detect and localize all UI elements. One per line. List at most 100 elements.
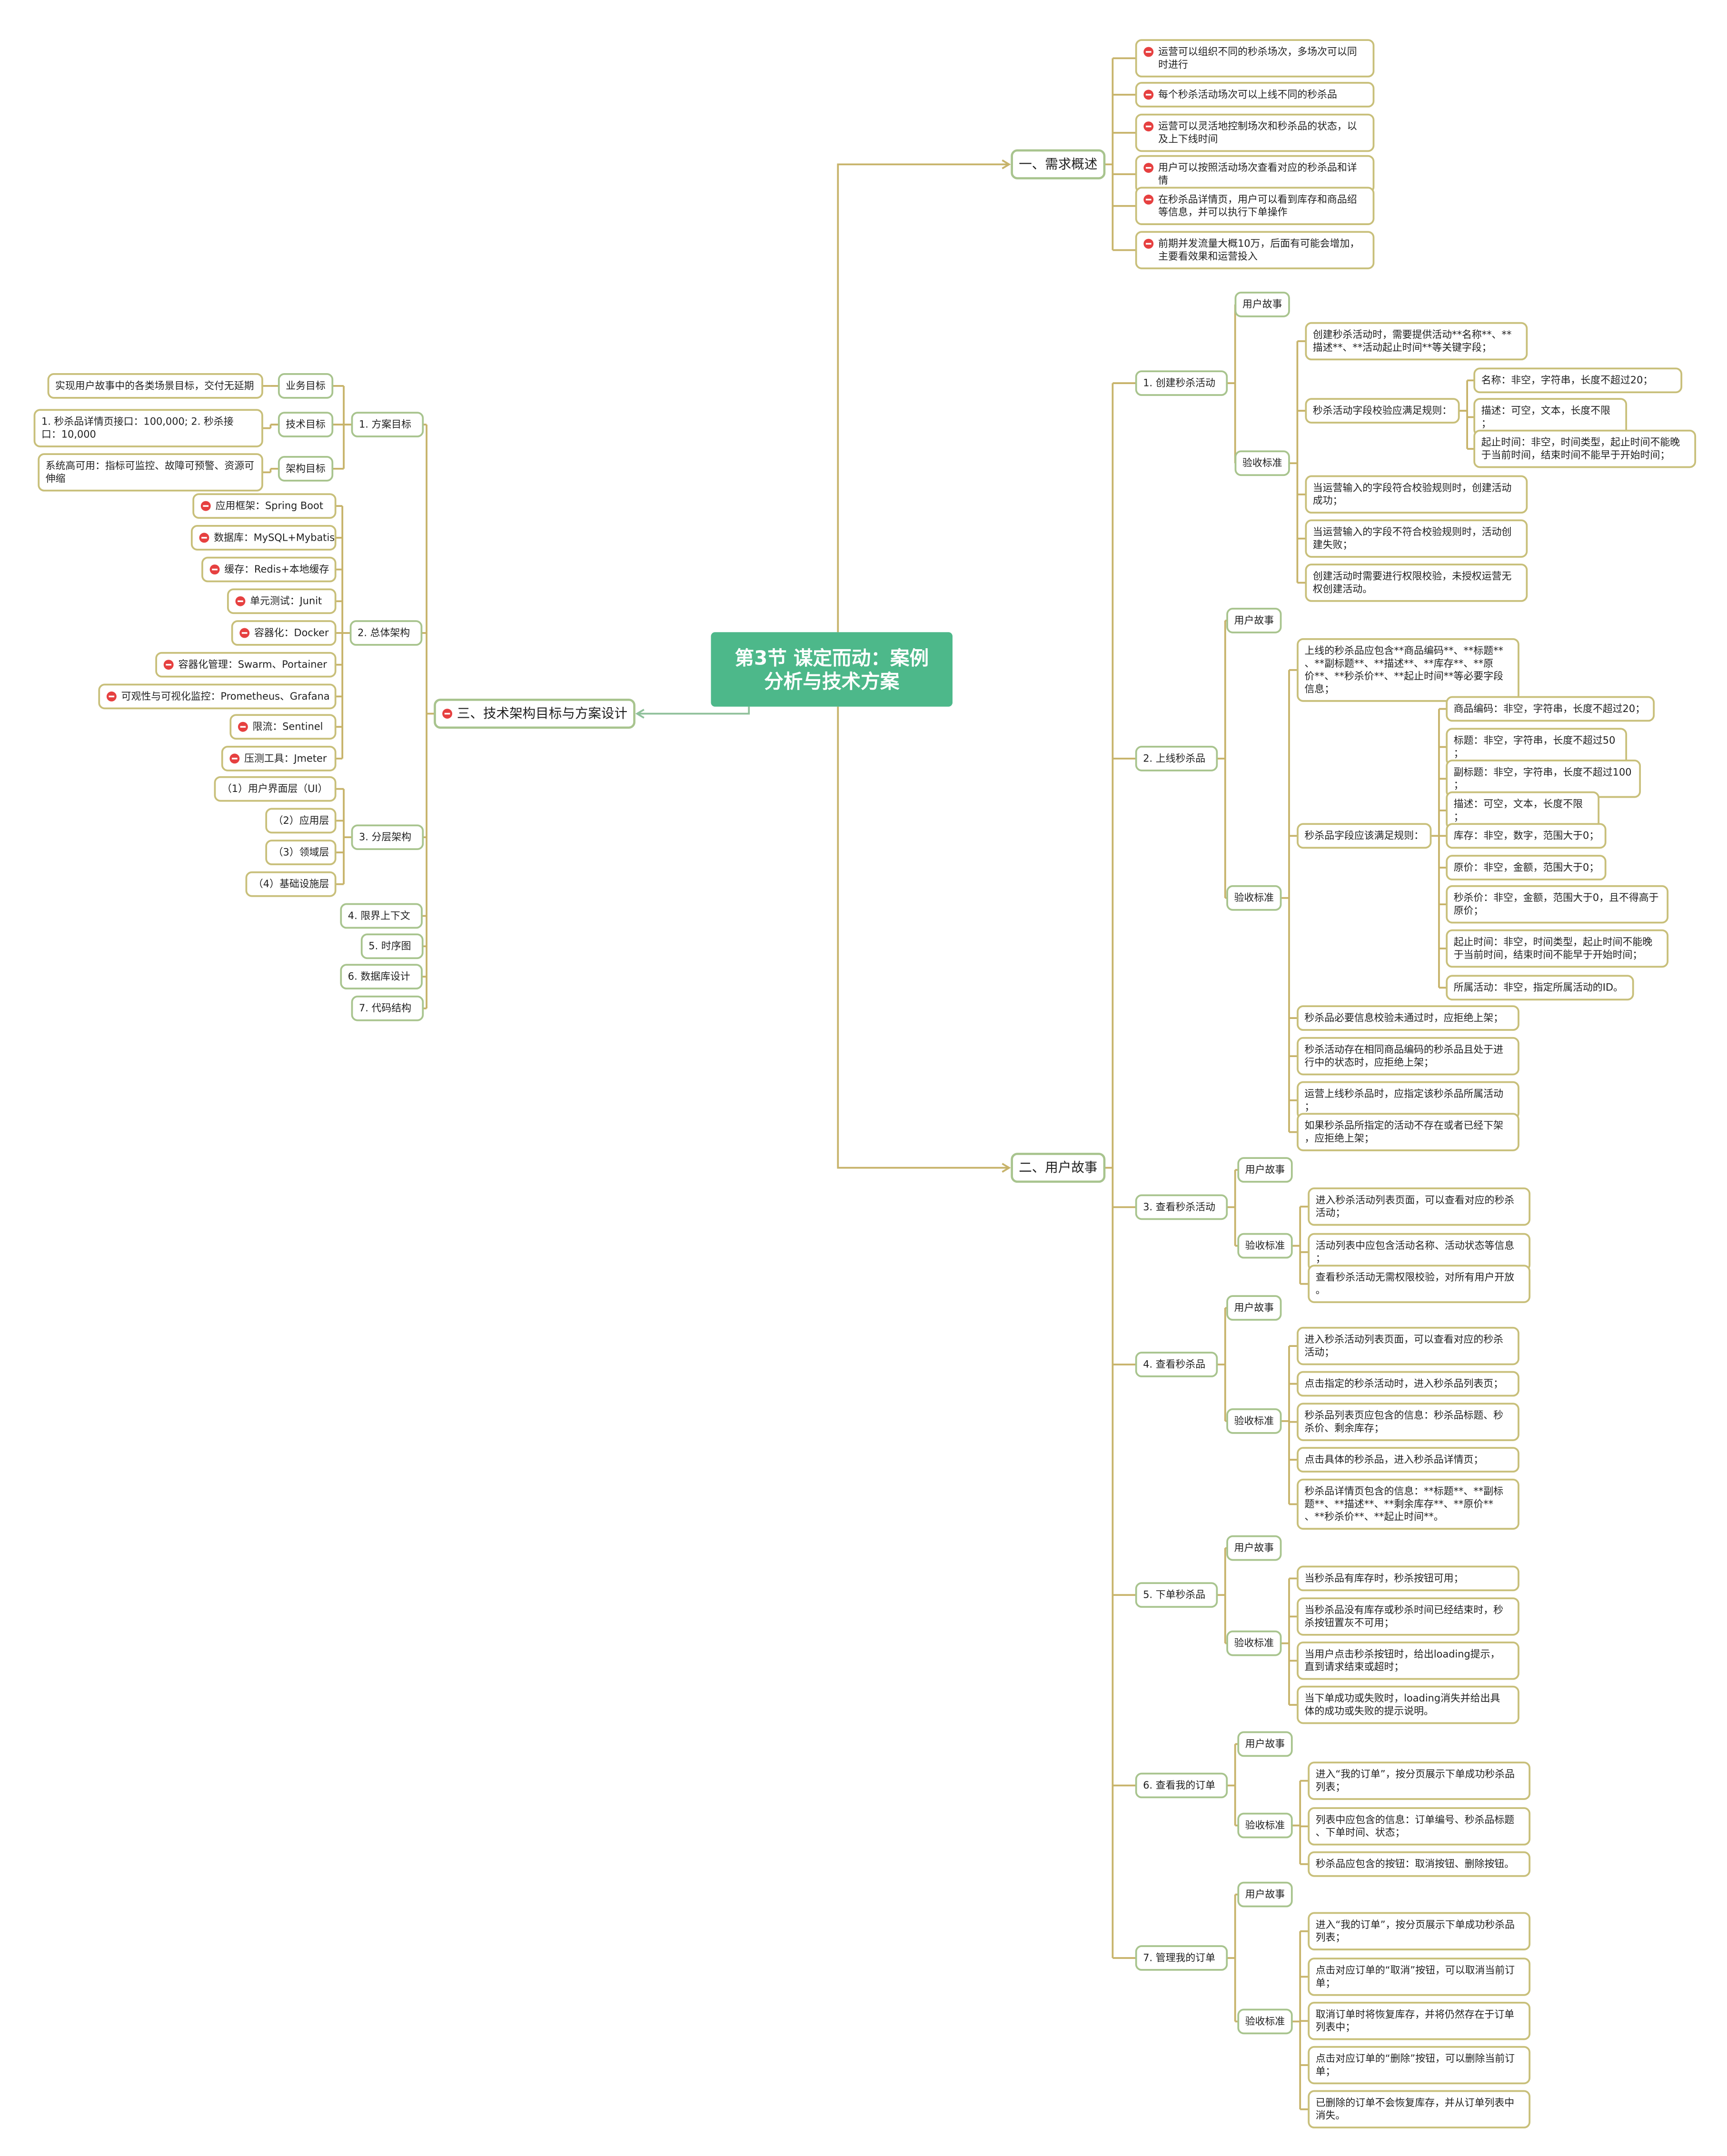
validation-rule[interactable]: 副标题：非空，字符串，长度不超过100；: [1446, 760, 1641, 798]
goal-detail[interactable]: 实现用户故事中的各类场景目标，交付无延期: [47, 373, 263, 399]
validation-rule[interactable]: 库存：非空，数字，范围大于0；: [1446, 823, 1607, 849]
criteria-item[interactable]: 当下单成功或失败时，loading消失并给出具体的成功或失败的提示说明。: [1297, 1685, 1519, 1724]
goal-node[interactable]: 业务目标: [278, 373, 334, 399]
user-story-tag[interactable]: 用户故事: [1237, 1881, 1293, 1908]
story-node[interactable]: 7. 管理我的订单: [1135, 1945, 1228, 1971]
tech-stack-item[interactable]: 单元测试：Junit: [227, 588, 337, 614]
tech-stack-item[interactable]: 容器化：Docker: [231, 620, 337, 646]
user-story-tag[interactable]: 用户故事: [1226, 608, 1282, 633]
architecture-group[interactable]: 7. 代码结构: [351, 995, 424, 1021]
acceptance-criteria-tag[interactable]: 验收标准: [1226, 1630, 1282, 1656]
architecture-group[interactable]: 5. 时序图: [360, 933, 424, 959]
requirement-item[interactable]: 运营可以组织不同的秒杀场次，多场次可以同时进行: [1135, 39, 1375, 78]
validation-rule[interactable]: 所属活动：非空，指定所属活动的ID。: [1446, 975, 1634, 1001]
section-requirements[interactable]: 一、需求概述: [1011, 149, 1106, 179]
criteria-item[interactable]: 秒杀品必要信息校验未通过时，应拒绝上架；: [1297, 1005, 1519, 1031]
tech-stack-item[interactable]: 限流：Sentinel: [229, 714, 337, 740]
validation-rule[interactable]: 起止时间：非空，时间类型，起止时间不能晚于当前时间，结束时间不能早于开始时间；: [1473, 429, 1697, 468]
user-story-tag[interactable]: 用户故事: [1237, 1157, 1293, 1183]
acceptance-criteria-tag[interactable]: 验收标准: [1237, 1812, 1293, 1839]
acceptance-criteria-tag[interactable]: 验收标准: [1237, 1233, 1293, 1259]
goal-detail[interactable]: 系统高可用：指标可监控、故障可预警、资源可伸缩: [38, 453, 263, 492]
tech-stack-item[interactable]: 数据库：MySQL+Mybatis: [190, 525, 337, 551]
tech-stack-item[interactable]: 容器化管理：Swarm、Portainer: [155, 652, 337, 678]
criteria-item[interactable]: 已删除的订单不会恢复库存，并从订单列表中消失。: [1308, 2090, 1531, 2129]
story-node[interactable]: 1. 创建秒杀活动: [1135, 370, 1228, 396]
acceptance-criteria-tag[interactable]: 验收标准: [1237, 2008, 1293, 2035]
validation-rule[interactable]: 起止时间：非空，时间类型，起止时间不能晚于当前时间，结束时间不能早于开始时间；: [1446, 929, 1669, 968]
criteria-item[interactable]: 秒杀品列表页应包含的信息：秒杀品标题、秒杀价、剩余库存；: [1297, 1403, 1519, 1441]
criteria-item[interactable]: 创建秒杀活动时，需要提供活动**名称**、**描述**、**活动起止时间**等关…: [1305, 322, 1528, 361]
validation-rule[interactable]: 名称：非空，字符串，长度不超过20；: [1473, 367, 1683, 394]
layer-item[interactable]: （3）领域层: [265, 840, 337, 865]
architecture-group[interactable]: 6. 数据库设计: [340, 964, 423, 989]
story-node[interactable]: 3. 查看秒杀活动: [1135, 1194, 1228, 1220]
goal-node[interactable]: 技术目标: [278, 412, 334, 437]
acceptance-criteria-tag[interactable]: 验收标准: [1234, 450, 1290, 476]
layer-item[interactable]: （2）应用层: [265, 808, 337, 834]
tech-stack-item[interactable]: 压测工具：Jmeter: [221, 746, 337, 771]
criteria-item[interactable]: 点击具体的秒杀品，进入秒杀品详情页；: [1297, 1447, 1519, 1473]
user-story-tag[interactable]: 用户故事: [1237, 1731, 1293, 1757]
criteria-item[interactable]: 秒杀品应包含的按钮：取消按钮、删除按钮。: [1308, 1851, 1531, 1877]
criteria-item[interactable]: 运营上线秒杀品时，应指定该秒杀品所属活动；: [1297, 1081, 1519, 1120]
story-node[interactable]: 2. 上线秒杀品: [1135, 746, 1218, 771]
criteria-item[interactable]: 当运营输入的字段符合校验规则时，创建活动成功；: [1305, 475, 1528, 514]
criteria-item[interactable]: 活动列表中应包含活动名称、活动状态等信息；: [1308, 1233, 1531, 1272]
criteria-item[interactable]: 进入“我的订单”，按分页展示下单成功秒杀品列表；: [1308, 1912, 1531, 1950]
story-node[interactable]: 5. 下单秒杀品: [1135, 1582, 1218, 1608]
validation-rule[interactable]: 描述：可空，文本，长度不限；: [1473, 398, 1628, 436]
requirement-item[interactable]: 运营可以灵活地控制场次和秒杀品的状态，以及上下线时间: [1135, 113, 1375, 152]
story-node[interactable]: 6. 查看我的订单: [1135, 1772, 1228, 1799]
tech-stack-item[interactable]: 可观性与可视化监控：Prometheus、Grafana: [98, 683, 337, 710]
criteria-item[interactable]: 进入“我的订单”，按分页展示下单成功秒杀品列表；: [1308, 1761, 1531, 1800]
acceptance-criteria-tag[interactable]: 验收标准: [1226, 1408, 1282, 1434]
criteria-item[interactable]: 当用户点击秒杀按钮时，给出loading提示，直到请求结束或超时；: [1297, 1642, 1519, 1680]
requirement-item[interactable]: 在秒杀品详情页，用户可以看到库存和商品绍等信息，并可以执行下单操作: [1135, 187, 1375, 225]
root-topic[interactable]: 第3节 谋定而动：案例分析与技术方案: [711, 632, 953, 707]
criteria-item[interactable]: 查看秒杀活动无需权限校验，对所有用户开放。: [1308, 1265, 1531, 1303]
criteria-item-frame: [1308, 2090, 1531, 2129]
criteria-item[interactable]: 如果秒杀品所指定的活动不存在或者已经下架，应拒绝上架；: [1297, 1113, 1519, 1151]
criteria-item[interactable]: 进入秒杀活动列表页面，可以查看对应的秒杀活动；: [1297, 1326, 1519, 1365]
layer-item[interactable]: （4）基础设施层: [245, 871, 337, 897]
goal-detail[interactable]: 1. 秒杀品详情页接口：100,000; 2. 秒杀接口：10,000: [33, 409, 263, 447]
architecture-group[interactable]: 3. 分层架构: [351, 824, 424, 851]
validation-rule[interactable]: 秒杀价：非空，金额，范围大于0，且不得高于原价；: [1446, 885, 1669, 924]
user-story-tag[interactable]: 用户故事: [1234, 291, 1290, 317]
criteria-item[interactable]: 秒杀品详情页包含的信息：**标题**、**副标题**、**描述**、**剩余库存…: [1297, 1478, 1519, 1530]
criteria-item[interactable]: 点击对应订单的“删除”按钮，可以删除当前订单；: [1308, 2046, 1531, 2085]
rule-group[interactable]: 秒杀品字段应该满足规则：: [1297, 823, 1432, 849]
validation-rule[interactable]: 原价：非空，金额，范围大于0；: [1446, 855, 1607, 880]
criteria-item[interactable]: 列表中应包含的信息：订单编号、秒杀品标题、下单时间、状态；: [1308, 1807, 1531, 1846]
tech-stack-item[interactable]: 应用框架：Spring Boot: [192, 493, 337, 519]
requirement-item[interactable]: 用户可以按照活动场次查看对应的秒杀品和详情: [1135, 155, 1375, 194]
criteria-item[interactable]: 创建活动时需要进行权限校验，未授权运营无权创建活动。: [1305, 564, 1528, 602]
architecture-group[interactable]: 4. 限界上下文: [340, 903, 423, 929]
architecture-group[interactable]: 2. 总体架构: [349, 620, 423, 646]
user-story-tag[interactable]: 用户故事: [1226, 1535, 1282, 1561]
story-node[interactable]: 4. 查看秒杀品: [1135, 1352, 1218, 1377]
user-story-tag[interactable]: 用户故事: [1226, 1295, 1282, 1321]
section-tech-architecture[interactable]: 三、技术架构目标与方案设计: [434, 698, 635, 729]
goal-node[interactable]: 架构目标: [278, 456, 334, 482]
acceptance-criteria-tag[interactable]: 验收标准: [1226, 885, 1282, 911]
criteria-item[interactable]: 点击对应订单的“取消”按钮，可以取消当前订单；: [1308, 1958, 1531, 1996]
requirement-item[interactable]: 前期并发流量大概10万，后面有可能会增加，主要看效果和运营投入: [1135, 231, 1375, 269]
validation-rule[interactable]: 商品编码：非空，字符串，长度不超过20；: [1446, 696, 1655, 722]
architecture-group[interactable]: 1. 方案目标: [351, 412, 424, 437]
criteria-item[interactable]: 取消订单时将恢复库存，并将仍然存在于订单列表中；: [1308, 2002, 1531, 2040]
requirement-item[interactable]: 每个秒杀活动场次可以上线不同的秒杀品: [1135, 82, 1375, 108]
rule-group[interactable]: 秒杀活动字段校验应满足规则：: [1305, 398, 1460, 424]
criteria-item[interactable]: 当秒杀品有库存时，秒杀按钮可用；: [1297, 1565, 1519, 1592]
validation-rule-label: 商品编码：非空，字符串，长度不超过20；: [1454, 703, 1645, 714]
layer-item[interactable]: （1）用户界面层（UI）: [214, 776, 337, 802]
criteria-item[interactable]: 上线的秒杀品应包含**商品编码**、**标题**、**副标题**、**描述**、…: [1297, 638, 1519, 702]
criteria-item[interactable]: 点击指定的秒杀活动时，进入秒杀品列表页；: [1297, 1371, 1519, 1397]
criteria-item[interactable]: 进入秒杀活动列表页面，可以查看对应的秒杀活动；: [1308, 1187, 1531, 1226]
criteria-item[interactable]: 当运营输入的字段不符合校验规则时，活动创建失败；: [1305, 519, 1528, 558]
criteria-item[interactable]: 秒杀活动存在相同商品编码的秒杀品且处于进行中的状态时，应拒绝上架；: [1297, 1037, 1519, 1076]
section-user-stories[interactable]: 二、用户故事: [1011, 1153, 1106, 1183]
criteria-item[interactable]: 当秒杀品没有库存或秒杀时间已经结束时，秒杀按钮置灰不可用；: [1297, 1597, 1519, 1636]
tech-stack-item[interactable]: 缓存：Redis+本地缓存: [201, 556, 337, 583]
